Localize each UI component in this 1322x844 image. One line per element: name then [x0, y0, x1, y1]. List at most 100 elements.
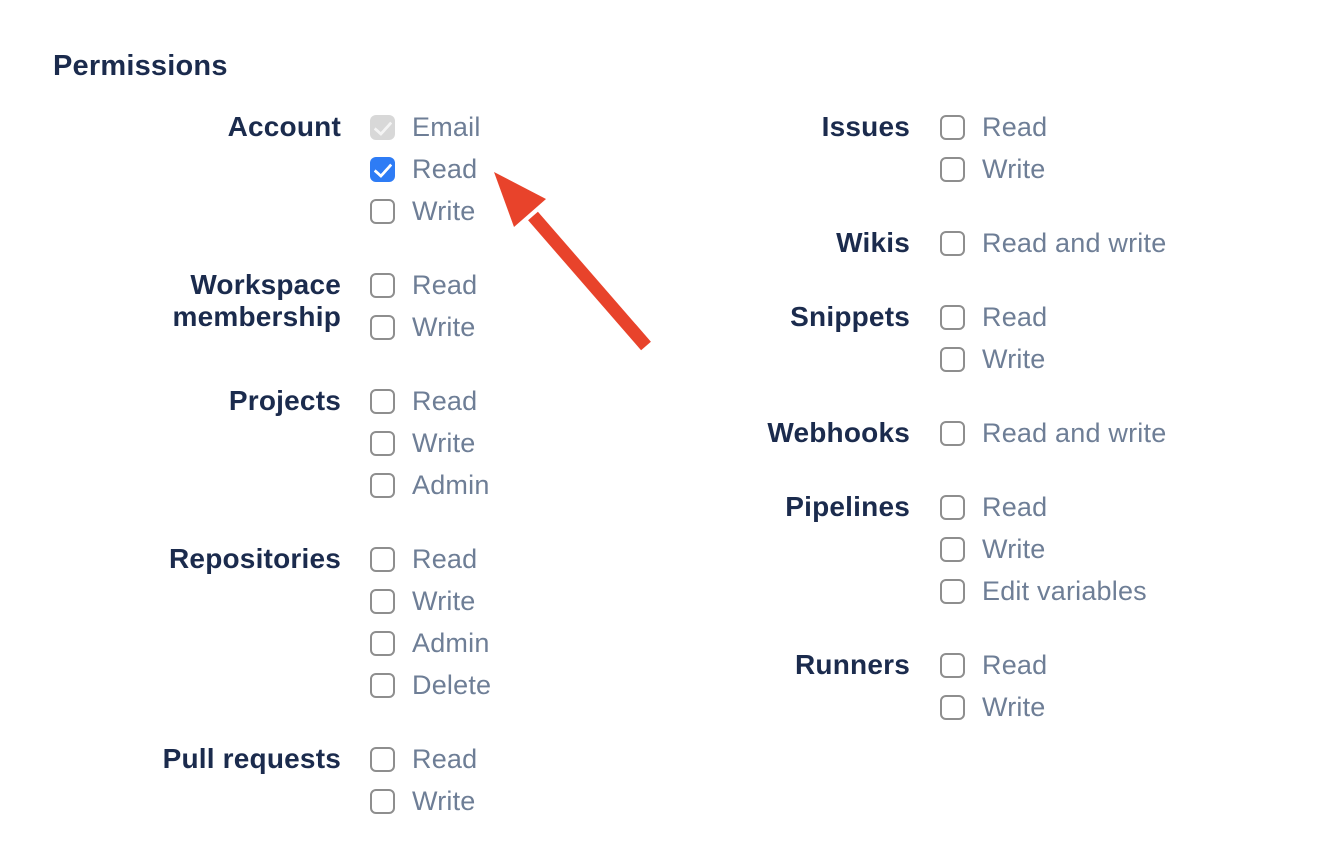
checkbox-label-read: Read [982, 301, 1048, 332]
checkbox-issues-write[interactable] [940, 156, 965, 182]
checkbox-projects-admin[interactable] [370, 472, 395, 498]
checkbox-label-read: Read [982, 491, 1048, 522]
checkbox-label-edit-variables: Edit variables [982, 575, 1147, 606]
permission-group-label-projects: Projects [228, 385, 341, 416]
checkbox-repositories-read[interactable] [370, 546, 395, 572]
permission-option-row: Write [370, 190, 481, 232]
permission-group-label-snippets: Snippets [790, 301, 910, 332]
checkbox-workspace-membership-write[interactable] [370, 314, 395, 340]
checkbox-label-write: Write [412, 195, 476, 226]
checkbox-label-read: Read [982, 649, 1048, 680]
permission-group-label-runners: Runners [795, 649, 910, 680]
checkbox-label-write: Write [412, 427, 476, 458]
permission-option-row: Read [370, 538, 491, 580]
permission-option-row: Write [940, 686, 1047, 728]
checkbox-label-write: Write [982, 343, 1046, 374]
checkbox-label-read-and-write: Read and write [982, 227, 1167, 258]
permission-group-label-issues: Issues [821, 111, 910, 142]
checkbox-runners-write[interactable] [940, 694, 965, 720]
checkbox-wikis-read-and-write[interactable] [940, 230, 965, 256]
checkbox-label-email: Email [412, 111, 481, 142]
permission-option-row: Edit variables [940, 570, 1147, 612]
arrow-head [494, 172, 546, 227]
checkbox-pull-requests-write[interactable] [370, 788, 395, 814]
permission-group-label-repositories: Repositories [169, 543, 341, 574]
permission-option-row: Delete [370, 664, 491, 706]
permission-option-row: Write [370, 780, 477, 822]
permission-option-row: Admin [370, 464, 490, 506]
checkbox-label-read: Read [412, 385, 478, 416]
permission-group-label-workspace-membership: Workspace membership [172, 269, 341, 332]
checkbox-account-read[interactable] [370, 156, 395, 182]
permission-option-row: Read and write [940, 412, 1166, 454]
permission-option-row: Admin [370, 622, 491, 664]
permission-options-webhooks: Read and write [940, 412, 1166, 454]
checkbox-label-read-and-write: Read and write [982, 417, 1167, 448]
checkbox-label-write: Write [982, 691, 1046, 722]
checkbox-repositories-delete[interactable] [370, 672, 395, 698]
checkbox-label-write: Write [982, 153, 1046, 184]
checkbox-snippets-write[interactable] [940, 346, 965, 372]
permission-option-row: Write [940, 338, 1047, 380]
checkbox-label-write: Write [412, 785, 476, 816]
checkbox-account-write[interactable] [370, 198, 395, 224]
checkbox-projects-read[interactable] [370, 388, 395, 414]
permission-group-label-webhooks: Webhooks [767, 417, 910, 448]
permission-option-row: Read [940, 644, 1047, 686]
checkbox-label-read: Read [982, 111, 1048, 142]
checkbox-webhooks-read-and-write[interactable] [940, 420, 965, 446]
permission-option-row: Write [940, 528, 1147, 570]
permission-group-label-wikis: Wikis [836, 227, 910, 258]
permission-option-row: Read [370, 380, 490, 422]
checkbox-label-write: Write [982, 533, 1046, 564]
permission-option-row: Email [370, 106, 481, 148]
permission-options-wikis: Read and write [940, 222, 1166, 264]
checkbox-pipelines-write[interactable] [940, 536, 965, 562]
permission-option-row: Read [940, 106, 1047, 148]
checkbox-pull-requests-read[interactable] [370, 746, 395, 772]
permission-group-wikis: Wikis Read and write [620, 222, 1166, 264]
checkbox-repositories-write[interactable] [370, 588, 395, 614]
checkbox-label-delete: Delete [412, 669, 492, 700]
permission-option-row: Read [940, 296, 1047, 338]
checkbox-projects-write[interactable] [370, 430, 395, 456]
checkbox-account-email [370, 114, 395, 140]
checkbox-repositories-admin[interactable] [370, 630, 395, 656]
checkbox-label-read: Read [412, 743, 478, 774]
checkbox-label-read: Read [412, 269, 478, 300]
checkbox-issues-read[interactable] [940, 114, 965, 140]
checkbox-label-admin: Admin [412, 469, 490, 500]
checkbox-workspace-membership-read[interactable] [370, 272, 395, 298]
checkbox-pipelines-edit-variables[interactable] [940, 578, 965, 604]
permission-option-row: Write [940, 148, 1047, 190]
permission-option-row: Read [370, 148, 481, 190]
checkbox-snippets-read[interactable] [940, 304, 965, 330]
permission-option-row: Read and write [940, 222, 1166, 264]
checkbox-runners-read[interactable] [940, 652, 965, 678]
permission-group-webhooks: Webhooks Read and write [620, 412, 1166, 454]
permission-option-row: Write [370, 306, 477, 348]
checkbox-pipelines-read[interactable] [940, 494, 965, 520]
permission-group-label-pipelines: Pipelines [785, 491, 910, 522]
permission-group-label-account: Account [227, 111, 341, 142]
permissions-heading: Permissions [53, 50, 228, 82]
checkbox-label-write: Write [412, 585, 476, 616]
permission-option-row: Write [370, 580, 491, 622]
